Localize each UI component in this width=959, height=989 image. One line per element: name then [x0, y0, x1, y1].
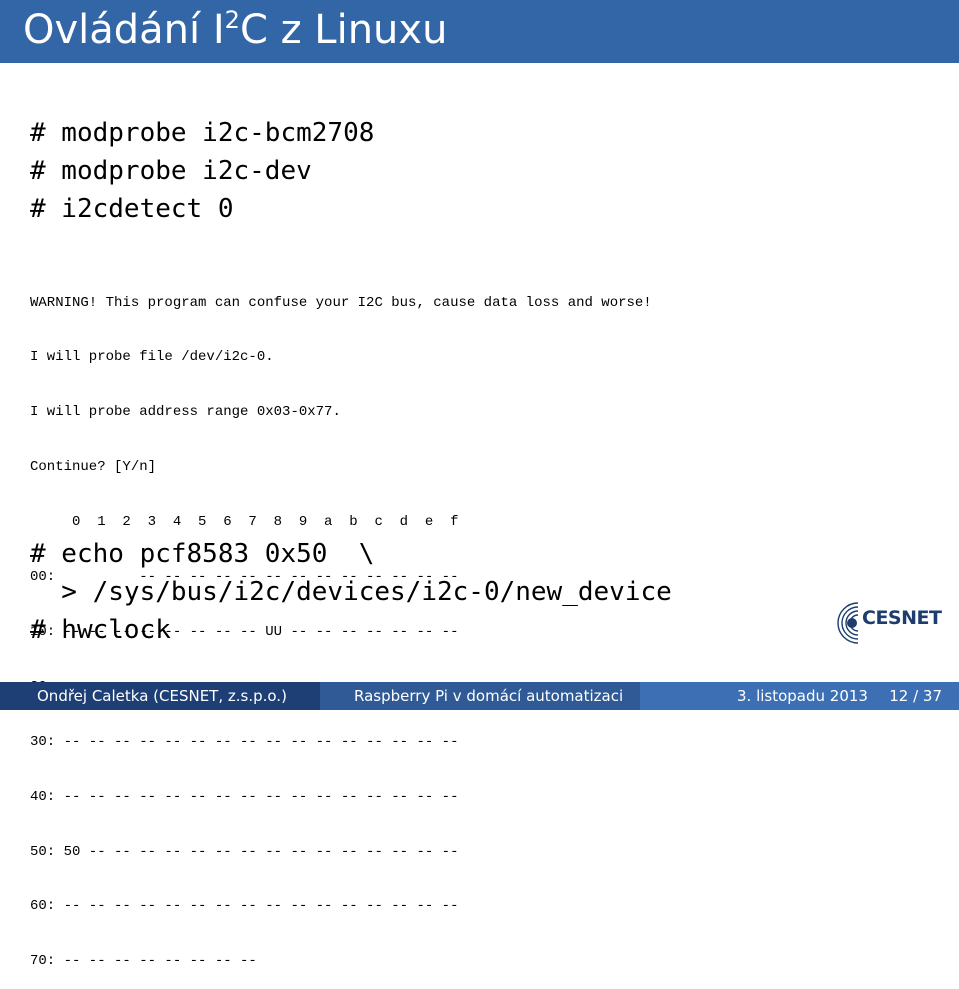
command-line: # hwclock: [30, 615, 171, 645]
command-line: # echo pcf8583 0x50 \: [30, 539, 375, 569]
page-title: Ovládání I2C z Linuxu: [23, 4, 447, 61]
command-line: > /sys/bus/i2c/devices/i2c-0/new_device: [30, 577, 672, 607]
terminal-line: 00: -- -- -- -- -- -- -- -- -- -- -- -- …: [30, 569, 459, 586]
footer-date-section: 3. listopadu 2013 12 / 37: [640, 682, 959, 710]
command-line: # modprobe i2c-bcm2708: [30, 118, 375, 148]
cesnet-logo-icon: [837, 602, 859, 644]
footer-author: Ondřej Caletka (CESNET, z.s.p.o.): [37, 687, 287, 705]
footer-date: 3. listopadu 2013: [737, 687, 868, 705]
command-line: # i2cdetect 0: [30, 194, 234, 224]
title-part-2: C z Linuxu: [239, 7, 448, 53]
terminal-line: Continue? [Y/n]: [30, 459, 157, 476]
footer: Ondřej Caletka (CESNET, z.s.p.o.) Raspbe…: [0, 682, 959, 710]
logo-text: CESNET: [862, 607, 942, 629]
terminal-line: I will probe address range 0x03-0x77.: [30, 404, 341, 421]
terminal-line: 0 1 2 3 4 5 6 7 8 9 a b c d e f: [30, 514, 459, 531]
footer-talk-section: Raspberry Pi v domácí automatizaci: [320, 682, 640, 710]
footer-author-section: Ondřej Caletka (CESNET, z.s.p.o.): [0, 682, 320, 710]
title-bar: Ovládání I2C z Linuxu: [0, 0, 959, 63]
terminal-line: 30: -- -- -- -- -- -- -- -- -- -- -- -- …: [30, 733, 459, 750]
terminal-line: 40: -- -- -- -- -- -- -- -- -- -- -- -- …: [30, 788, 459, 805]
terminal-line: 60: -- -- -- -- -- -- -- -- -- -- -- -- …: [30, 898, 459, 915]
cesnet-logo: CESNET: [836, 601, 956, 651]
footer-talk-title: Raspberry Pi v domácí automatizaci: [354, 687, 624, 705]
terminal-line: 70: -- -- -- -- -- -- -- --: [30, 953, 257, 970]
title-part-1: Ovládání I: [23, 7, 225, 53]
terminal-line: WARNING! This program can confuse your I…: [30, 294, 652, 311]
terminal-line: I will probe file /dev/i2c-0.: [30, 349, 274, 366]
terminal-line: 50: 50 -- -- -- -- -- -- -- -- -- -- -- …: [30, 843, 459, 860]
terminal-line: 10: -- -- -- -- -- -- -- -- UU -- -- -- …: [30, 623, 459, 640]
footer-page-number: 12 / 37: [889, 687, 942, 705]
title-superscript: 2: [224, 6, 240, 34]
command-line: # modprobe i2c-dev: [30, 156, 312, 186]
